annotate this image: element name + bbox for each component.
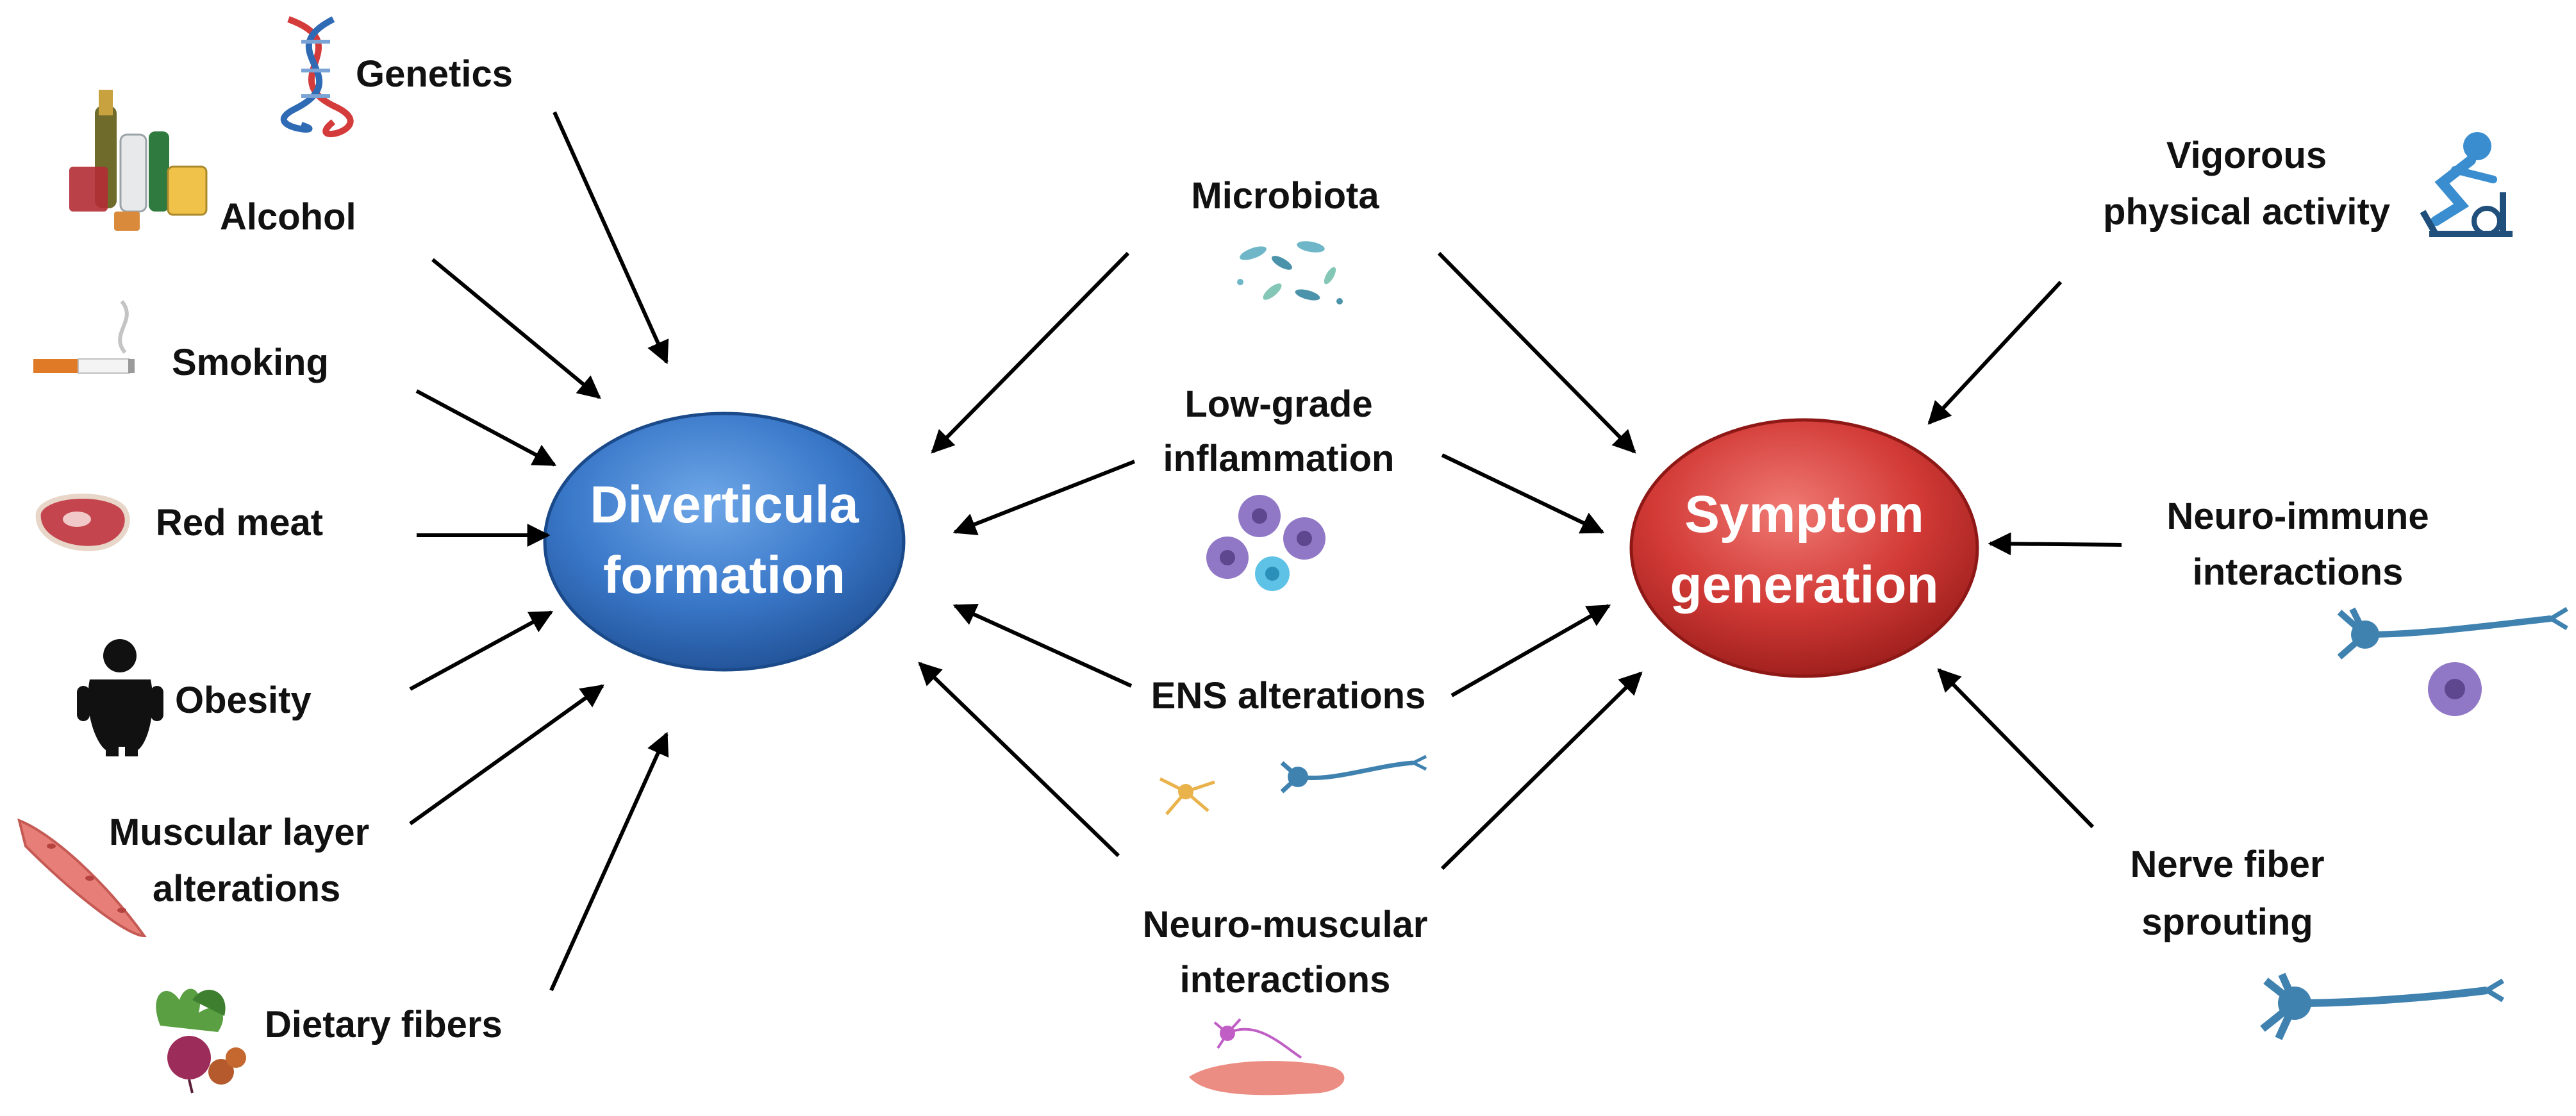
hub-symptom-generation: Symptom generation (1629, 418, 1979, 678)
nerve-fiber-icon (2260, 972, 2505, 1040)
arrow-inflammation-right (1441, 453, 1605, 534)
arrow-inflammation-left (952, 460, 1136, 535)
arrow-ens-right (1450, 604, 1611, 697)
label-genetics: Genetics (356, 53, 513, 95)
label-nerve-line1: Nerve fiber (2130, 844, 2324, 885)
factor-muscular-layer: Muscular layer alterations (17, 812, 369, 938)
factor-alcohol: Alcohol (69, 90, 356, 238)
neuromuscular-junction-icon (1189, 1018, 1345, 1095)
arrows-right (1927, 280, 2122, 829)
immune-cells-icon (1206, 495, 1325, 591)
factor-dietary-fibers: Dietary fibers (156, 988, 503, 1094)
factor-genetics: Genetics (280, 16, 513, 138)
bacteria-icon (1237, 241, 1343, 304)
factor-inflammation: Low-grade inflammation (1163, 383, 1395, 591)
arrow-genetics (553, 111, 669, 365)
hub-symptom-line1: Symptom (1684, 485, 1924, 544)
label-vigorous-line1: Vigorous (2166, 135, 2327, 176)
neuron-icon (1159, 754, 1427, 815)
factor-nerve-sprouting: Nerve fiber sprouting (2130, 844, 2505, 1040)
factor-smoking: Smoking (33, 300, 329, 383)
label-neuroimmune-line2: interactions (2193, 551, 2404, 593)
arrow-neuromuscular-left (918, 662, 1120, 858)
label-neuromuscular-line1: Neuro-muscular (1143, 904, 1428, 945)
label-microbiota: Microbiota (1191, 175, 1379, 217)
factor-microbiota: Microbiota (1191, 175, 1379, 304)
arrow-smoking (415, 389, 557, 467)
neuron-immune-cell-icon (2337, 606, 2568, 716)
arrow-obesity (409, 610, 554, 691)
hub-diverticula-line2: formation (603, 546, 845, 604)
label-neuromuscular-line2: interactions (1180, 959, 1391, 1001)
arrow-nerve (1937, 668, 2095, 829)
arrow-neuroimmune (1988, 532, 2122, 556)
factor-neuroimmune: Neuro-immune interactions (2166, 496, 2568, 716)
dna-icon (280, 16, 354, 138)
label-dietary-fibers: Dietary fibers (265, 1004, 503, 1045)
factor-ens-alterations: ENS alterations (1151, 675, 1427, 815)
label-smoking: Smoking (172, 342, 329, 383)
label-muscular-line1: Muscular layer (109, 812, 369, 853)
arrow-microbiota-right (1437, 251, 1636, 454)
label-vigorous-line2: physical activity (2103, 191, 2390, 233)
exercise-bike-icon (2420, 132, 2513, 237)
label-inflammation-line1: Low-grade (1184, 383, 1372, 425)
hub-diverticula-formation: Diverticula formation (543, 412, 906, 672)
hub-diverticula-line1: Diverticula (590, 476, 860, 534)
label-muscular-line2: alterations (153, 868, 340, 910)
arrows-middle (918, 251, 1643, 870)
factor-red-meat: Red meat (35, 494, 323, 551)
label-obesity: Obesity (175, 679, 312, 721)
muscle-fiber-icon (17, 818, 147, 938)
factor-vigorous-activity: Vigorous physical activity (2103, 132, 2513, 237)
label-nerve-line2: sprouting (2141, 901, 2313, 943)
hub-symptom-line2: generation (1670, 556, 1938, 614)
arrow-ens-left (952, 604, 1133, 688)
arrow-neuromuscular-right (1440, 671, 1643, 870)
label-inflammation-line2: inflammation (1163, 438, 1395, 479)
arrow-alcohol (431, 258, 601, 399)
arrows-left (409, 111, 669, 992)
arrow-muscular (409, 684, 604, 826)
arrow-dietary-fibers (549, 731, 669, 992)
factor-neuromuscular: Neuro-muscular interactions (1143, 904, 1428, 1095)
arrow-microbiota-left (931, 251, 1130, 454)
cigarette-icon (33, 300, 135, 374)
label-red-meat: Red meat (156, 502, 323, 544)
label-ens-alterations: ENS alterations (1151, 675, 1426, 717)
alcohol-bottles-icon (69, 90, 208, 231)
label-neuroimmune-line1: Neuro-immune (2166, 496, 2429, 537)
vegetables-icon (156, 988, 246, 1094)
obese-person-icon (77, 639, 163, 756)
arrow-vigorous (1927, 280, 2063, 425)
steak-icon (35, 494, 130, 551)
label-alcohol: Alcohol (220, 196, 356, 238)
factor-obesity: Obesity (77, 639, 312, 756)
